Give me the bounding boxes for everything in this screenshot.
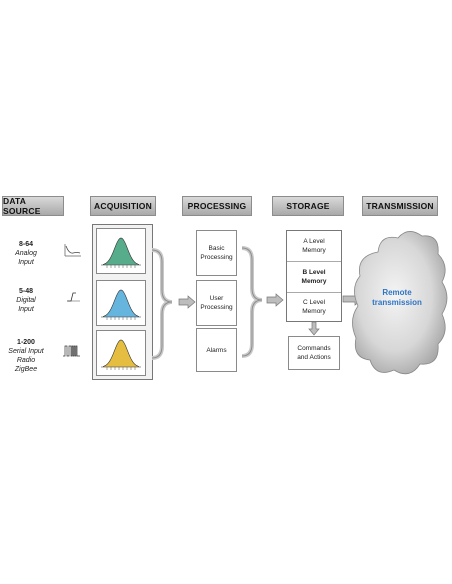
source-digital: 5-48 Digital Input: [8, 287, 44, 314]
alarms-box: Alarms: [196, 328, 237, 372]
source-analog: 8-64 Analog Input: [8, 240, 44, 267]
cloud-shape: [352, 231, 448, 375]
processing-brace: [241, 246, 263, 358]
commands-line1: Commands: [297, 345, 331, 352]
source-digital-count: 5-48: [18, 288, 33, 295]
acquisition-brace: [151, 248, 173, 360]
source-analog-type: Analog: [15, 250, 37, 257]
a-level-line2: Memory: [302, 247, 326, 254]
header-data-source: DATA SOURCE: [2, 196, 64, 216]
bell-curve-fill: [103, 340, 139, 367]
source-digital-type: Digital: [16, 297, 36, 304]
bell-curve-outline: [102, 237, 140, 265]
header-transmission: TRANSMISSION: [362, 196, 438, 216]
bell-curve-outline: [102, 289, 140, 317]
source-analog-count: 8-64: [18, 241, 33, 248]
bell-curve-fill: [103, 238, 139, 265]
source-digital-kind: Input: [18, 306, 34, 313]
user-processing-line2: Processing: [200, 304, 233, 311]
header-processing: PROCESSING: [182, 196, 252, 216]
c-level-line2: Memory: [302, 307, 326, 315]
commands-line2: and Actions: [297, 354, 331, 361]
bell-curve-outline: [102, 339, 140, 367]
arrow-to-processing: [178, 295, 196, 309]
acquisition-chart-serial: [96, 330, 146, 376]
commands-and-actions-box: Commands and Actions: [288, 336, 340, 370]
source-analog-kind: Input: [18, 259, 34, 266]
b-level-line1: B Level: [302, 268, 326, 276]
arrow-to-commands: [308, 321, 320, 336]
source-serial: 1-200 Serial Input Radio ZigBee: [8, 338, 44, 374]
serial-signal-icon: [63, 345, 80, 357]
digital-signal-icon: [67, 292, 80, 302]
source-serial-count: 1-200: [17, 339, 35, 346]
b-level-line2: Memory: [301, 277, 327, 285]
source-serial-kind: Radio ZigBee: [14, 357, 38, 373]
source-serial-type: Serial Input: [8, 348, 44, 355]
header-acquisition: ACQUISITION: [90, 196, 156, 216]
basic-processing-line1: Basic: [208, 245, 225, 252]
acquisition-chart-digital: [96, 280, 146, 326]
bell-curve-analog: [101, 237, 141, 268]
bell-curve-serial: [101, 339, 141, 370]
analog-signal-icon: [64, 244, 81, 257]
a-level-line1: A Level: [303, 238, 325, 245]
remote-line1: Remote: [382, 288, 412, 297]
bell-curve-fill: [103, 290, 139, 317]
header-storage: STORAGE: [272, 196, 344, 216]
acquisition-chart-analog: [96, 228, 146, 274]
c-level-line1: C Level: [302, 298, 326, 306]
arrow-to-storage: [266, 293, 284, 307]
remote-transmission-label: Remote transmission: [362, 288, 432, 308]
remote-line2: transmission: [372, 298, 422, 307]
bell-curve-digital: [101, 289, 141, 320]
user-processing-line1: User: [209, 295, 224, 302]
basic-processing-line2: Processing: [200, 254, 233, 261]
